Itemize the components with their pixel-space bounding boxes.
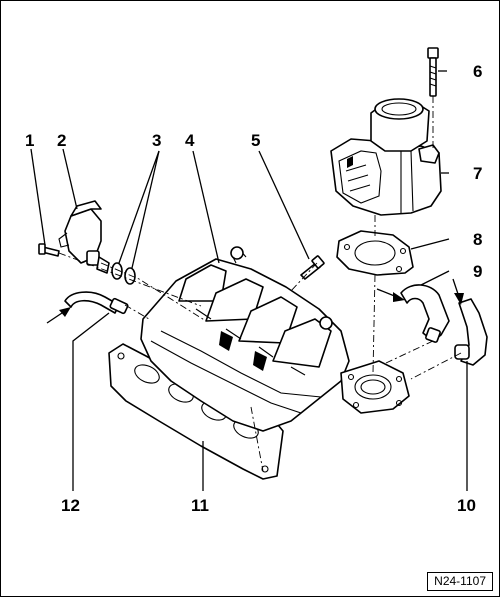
flow-arrow-down bbox=[452, 278, 464, 305]
callout-5: 5 bbox=[251, 131, 260, 150]
throttle-valve-module bbox=[330, 98, 442, 216]
flow-arrow-left bbox=[46, 307, 71, 324]
callout-labels: 1 2 3 4 5 6 7 8 9 10 11 12 bbox=[25, 62, 482, 515]
callout-8: 8 bbox=[473, 230, 482, 249]
callout-7: 7 bbox=[473, 164, 482, 183]
document-code: N24-1107 bbox=[427, 572, 493, 591]
callout-11: 11 bbox=[191, 496, 209, 515]
throttle-gasket bbox=[336, 230, 414, 276]
leader-lines bbox=[30, 70, 468, 491]
callout-12: 12 bbox=[61, 496, 80, 515]
callout-1: 1 bbox=[25, 131, 34, 150]
callout-6: 6 bbox=[473, 62, 482, 81]
callout-9: 9 bbox=[473, 262, 482, 281]
callout-10: 10 bbox=[457, 496, 476, 515]
callout-2: 2 bbox=[57, 131, 66, 150]
manifold-throttle-flange bbox=[340, 360, 410, 414]
flow-arrow-right bbox=[376, 288, 405, 302]
throttle-bolt bbox=[427, 47, 439, 97]
intake-sensor bbox=[58, 200, 110, 274]
connector-hose bbox=[454, 298, 488, 366]
intake-manifold bbox=[140, 246, 350, 432]
assembly-lines bbox=[58, 96, 462, 472]
sensor-bolt bbox=[38, 243, 60, 257]
vacuum-hose bbox=[64, 291, 129, 315]
breather-hose bbox=[400, 284, 450, 343]
o-rings bbox=[111, 262, 136, 285]
callout-3: 3 bbox=[152, 131, 161, 150]
callout-4: 4 bbox=[185, 131, 195, 150]
